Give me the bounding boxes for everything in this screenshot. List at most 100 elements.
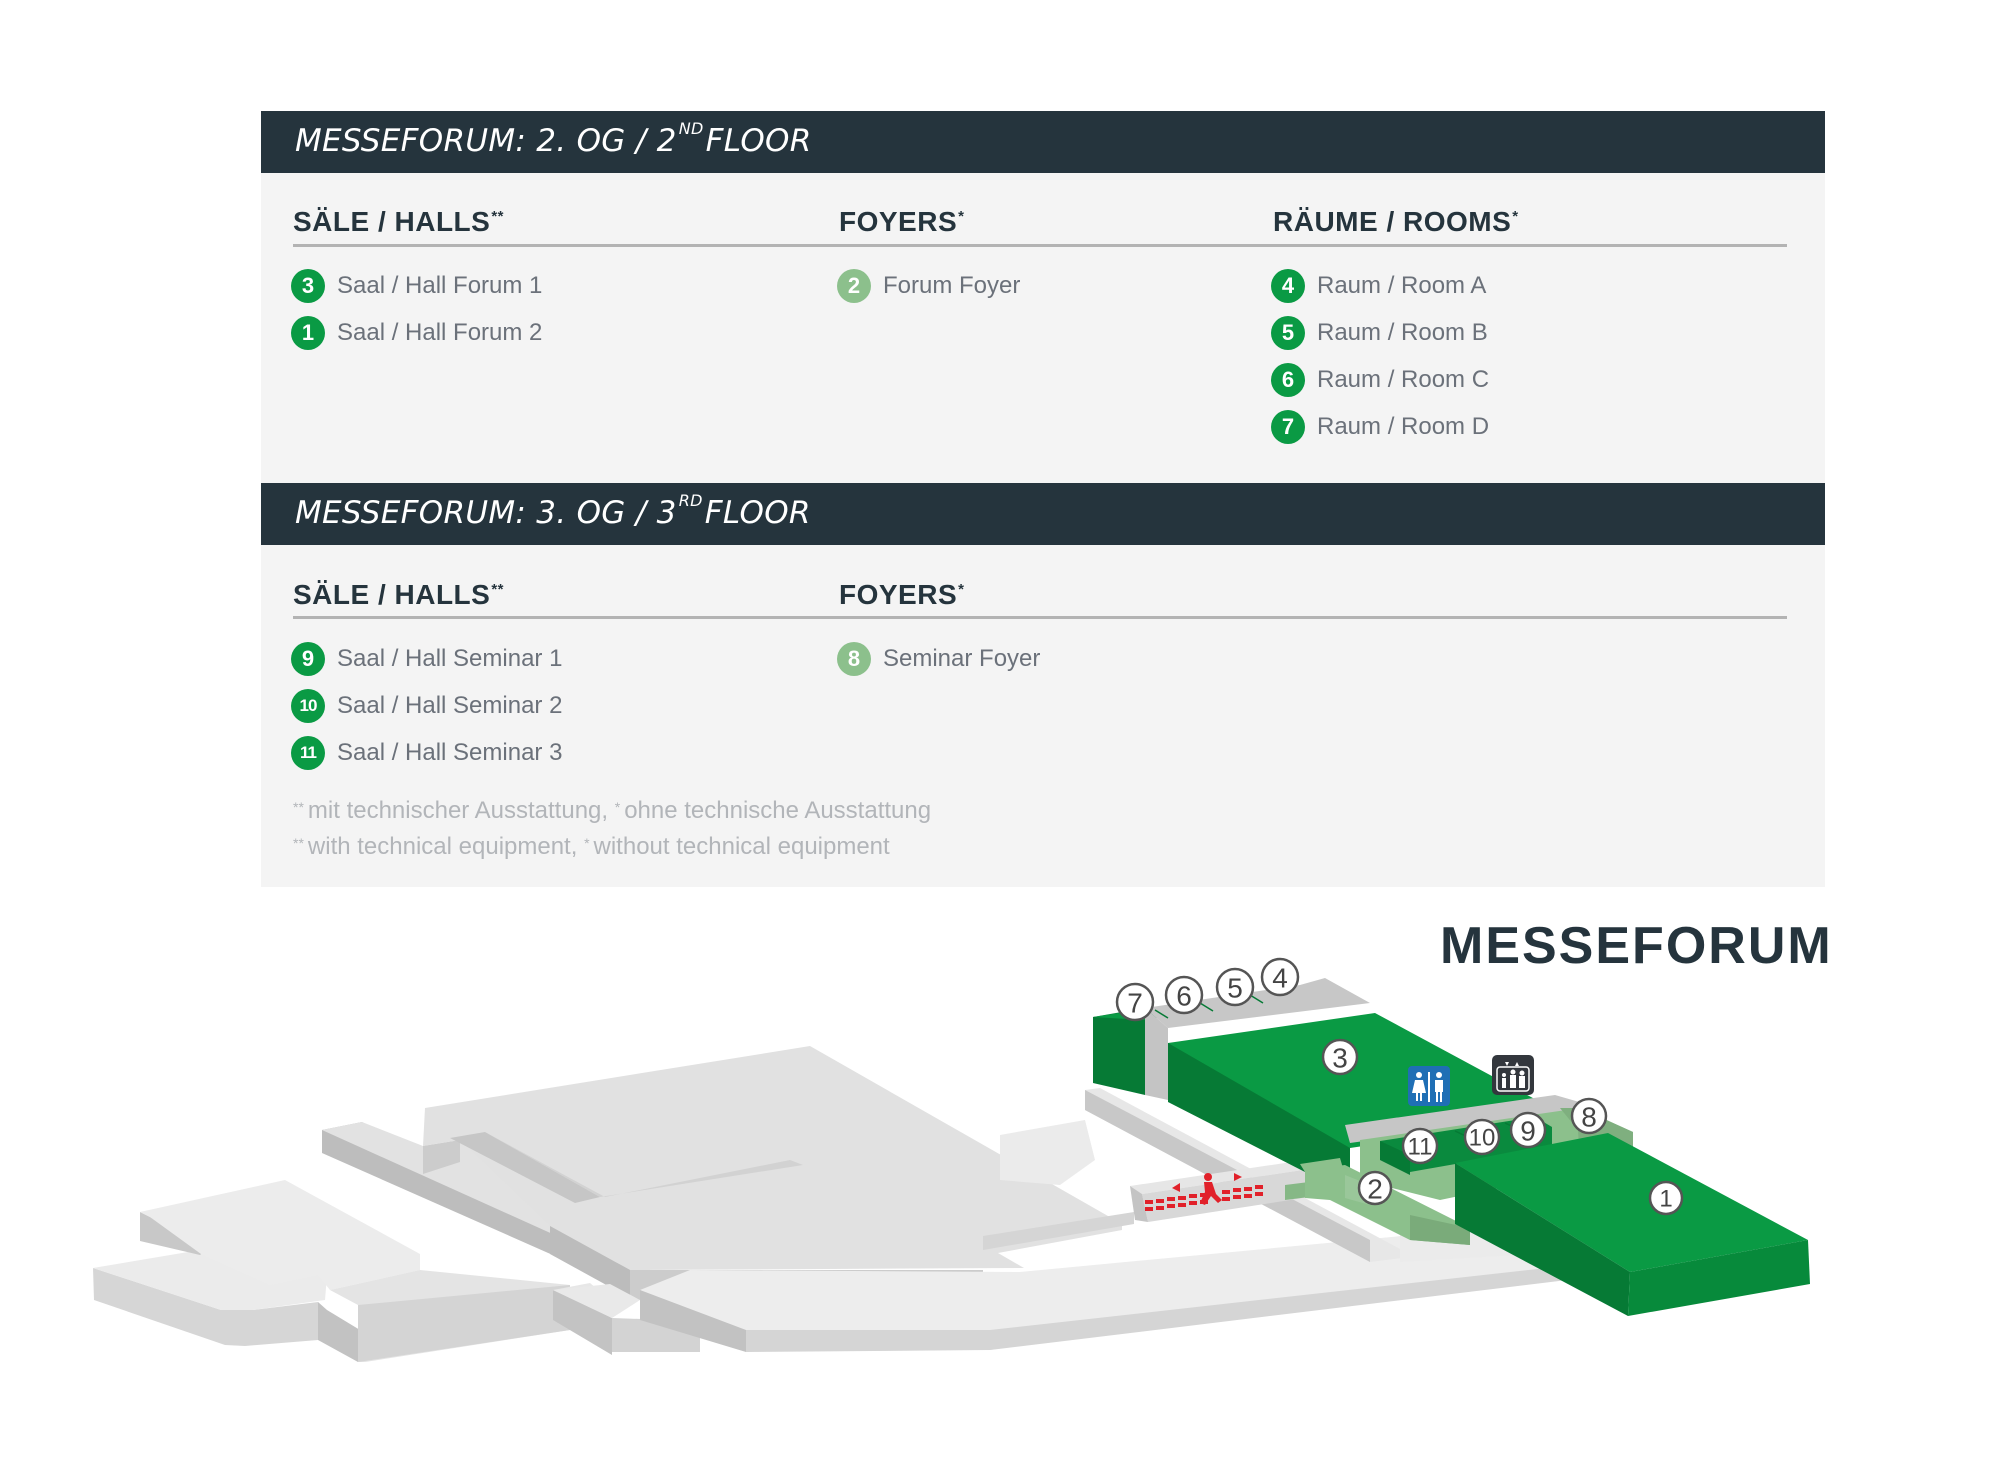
floor2-title-end: FLOOR bbox=[705, 123, 812, 159]
floor3-foyers-heading: FOYERS* bbox=[839, 579, 964, 611]
number-badge: 7 bbox=[1271, 410, 1305, 444]
marker-5[interactable]: 5 bbox=[1215, 967, 1255, 1007]
number-badge: 11 bbox=[291, 736, 325, 770]
legend-item-label: Raum / Room D bbox=[1317, 413, 1490, 440]
floor3-title-main: MESSEFORUM: 3. OG / 3 bbox=[295, 495, 677, 531]
heading-label: SÄLE / HALLS bbox=[293, 579, 491, 610]
marker-label: 5 bbox=[1227, 973, 1243, 1004]
rooms-block bbox=[1093, 978, 1370, 1100]
floor2-rooms-heading: RÄUME / ROOMS* bbox=[1273, 206, 1519, 238]
heading-stars: * bbox=[958, 581, 965, 598]
legend-item-label: Saal / Hall Seminar 1 bbox=[337, 645, 563, 672]
number-badge: 8 bbox=[837, 642, 871, 676]
legend-item-hall-forum-2[interactable]: 1 Saal / Hall Forum 2 bbox=[291, 315, 542, 351]
marker-label: 3 bbox=[1332, 1043, 1348, 1074]
heading-label: SÄLE / HALLS bbox=[293, 206, 491, 237]
legend-item-room-d[interactable]: 7 Raum / Room D bbox=[1271, 409, 1489, 445]
heading-stars: * bbox=[958, 208, 965, 225]
footnote-german: **mit technischer Ausstattung, *ohne tec… bbox=[293, 797, 931, 825]
marker-label: 4 bbox=[1272, 963, 1288, 994]
heading-stars: ** bbox=[491, 208, 505, 225]
hall-forum-2-block bbox=[1455, 1133, 1810, 1316]
legend-item-label: Saal / Hall Forum 2 bbox=[337, 319, 543, 346]
marker-label: 10 bbox=[1469, 1125, 1496, 1152]
legend-item-label: Raum / Room C bbox=[1317, 366, 1490, 393]
floor3-title-sup: RD bbox=[678, 491, 703, 510]
legend-item-hall-seminar-3[interactable]: 11 Saal / Hall Seminar 3 bbox=[291, 735, 562, 771]
surrounding-buildings bbox=[93, 1046, 1600, 1362]
heading-stars: ** bbox=[491, 581, 505, 598]
number-badge: 5 bbox=[1271, 316, 1305, 350]
legend-item-label: Raum / Room B bbox=[1317, 319, 1488, 346]
marker-9[interactable]: 9 bbox=[1509, 1111, 1547, 1149]
floor2-halls-heading: SÄLE / HALLS** bbox=[293, 206, 504, 238]
footnote-text: mit technischer Ausstattung, bbox=[307, 797, 609, 824]
number-badge: 4 bbox=[1271, 269, 1305, 303]
floor3-divider bbox=[293, 616, 1787, 619]
legend-item-label: Saal / Hall Seminar 3 bbox=[337, 739, 563, 766]
marker-8[interactable]: 8 bbox=[1570, 1097, 1608, 1135]
legend-item-hall-seminar-1[interactable]: 9 Saal / Hall Seminar 1 bbox=[291, 641, 562, 677]
legend-item-forum-foyer[interactable]: 2 Forum Foyer bbox=[837, 268, 1020, 304]
legend-item-hall-forum-1[interactable]: 3 Saal / Hall Forum 1 bbox=[291, 268, 542, 304]
entrance-walkway bbox=[1130, 1160, 1316, 1222]
number-badge: 6 bbox=[1271, 363, 1305, 397]
legend-item-label: Saal / Hall Seminar 2 bbox=[337, 692, 563, 719]
footnote-english: **with technical equipment, *without tec… bbox=[293, 833, 890, 861]
floor3-title-end: FLOOR bbox=[704, 495, 811, 531]
marker-3[interactable]: 3 bbox=[1321, 1038, 1359, 1076]
footnote-stars: * bbox=[584, 835, 590, 851]
number-badge: 2 bbox=[837, 269, 871, 303]
marker-10[interactable]: 10 bbox=[1463, 1118, 1501, 1156]
marker-1[interactable]: 1 bbox=[1648, 1180, 1684, 1216]
legend-item-seminar-foyer[interactable]: 8 Seminar Foyer bbox=[837, 641, 1040, 677]
floor3-halls-heading: SÄLE / HALLS** bbox=[293, 579, 504, 611]
corridor bbox=[1345, 1095, 1600, 1143]
marker-4[interactable]: 4 bbox=[1260, 957, 1300, 997]
legend-item-room-b[interactable]: 5 Raum / Room B bbox=[1271, 315, 1488, 351]
marker-7[interactable]: 7 bbox=[1115, 982, 1155, 1022]
footnote-stars: ** bbox=[293, 799, 304, 815]
map-title: MESSEFORUM bbox=[1440, 917, 1833, 975]
number-badge: 10 bbox=[291, 689, 325, 723]
entrance-walkway-icon bbox=[1145, 1173, 1263, 1211]
number-badge: 3 bbox=[291, 269, 325, 303]
number-badge: 9 bbox=[291, 642, 325, 676]
heading-label: FOYERS bbox=[839, 206, 958, 237]
marker-label: 7 bbox=[1127, 988, 1143, 1019]
legend-item-label: Saal / Hall Forum 1 bbox=[337, 272, 543, 299]
floor2-title-sup: ND bbox=[678, 119, 704, 138]
floor2-foyers-heading: FOYERS* bbox=[839, 206, 964, 238]
floor2-divider bbox=[293, 244, 1787, 247]
legend-item-hall-seminar-2[interactable]: 10 Saal / Hall Seminar 2 bbox=[291, 688, 562, 724]
footnote-text: ohne technische Ausstattung bbox=[624, 797, 932, 824]
marker-label: 2 bbox=[1367, 1174, 1383, 1205]
marker-label: 6 bbox=[1176, 981, 1192, 1012]
marker-label: 1 bbox=[1659, 1186, 1672, 1213]
legend-item-label: Raum / Room A bbox=[1317, 272, 1487, 299]
marker-2[interactable]: 2 bbox=[1357, 1170, 1393, 1206]
marker-11[interactable]: 11 bbox=[1401, 1127, 1439, 1165]
marker-label: 8 bbox=[1581, 1102, 1597, 1133]
elevator-icon[interactable] bbox=[1492, 1055, 1534, 1095]
restroom-icon[interactable] bbox=[1408, 1066, 1450, 1106]
heading-label: RÄUME / ROOMS bbox=[1273, 206, 1512, 237]
marker-6[interactable]: 6 bbox=[1164, 975, 1204, 1015]
footnote-stars: ** bbox=[293, 835, 304, 851]
number-badge: 1 bbox=[291, 316, 325, 350]
floor2-title-main: MESSEFORUM: 2. OG / 2 bbox=[295, 123, 677, 159]
legend-item-room-c[interactable]: 6 Raum / Room C bbox=[1271, 362, 1489, 398]
legend-item-room-a[interactable]: 4 Raum / Room A bbox=[1271, 268, 1486, 304]
footnote-stars: * bbox=[614, 799, 621, 815]
marker-label: 11 bbox=[1408, 1134, 1433, 1161]
legend-item-label: Forum Foyer bbox=[883, 272, 1021, 299]
building-far-left bbox=[93, 1180, 570, 1362]
footnote-text: with technical equipment, bbox=[307, 833, 578, 860]
legend-item-label: Seminar Foyer bbox=[883, 645, 1041, 672]
